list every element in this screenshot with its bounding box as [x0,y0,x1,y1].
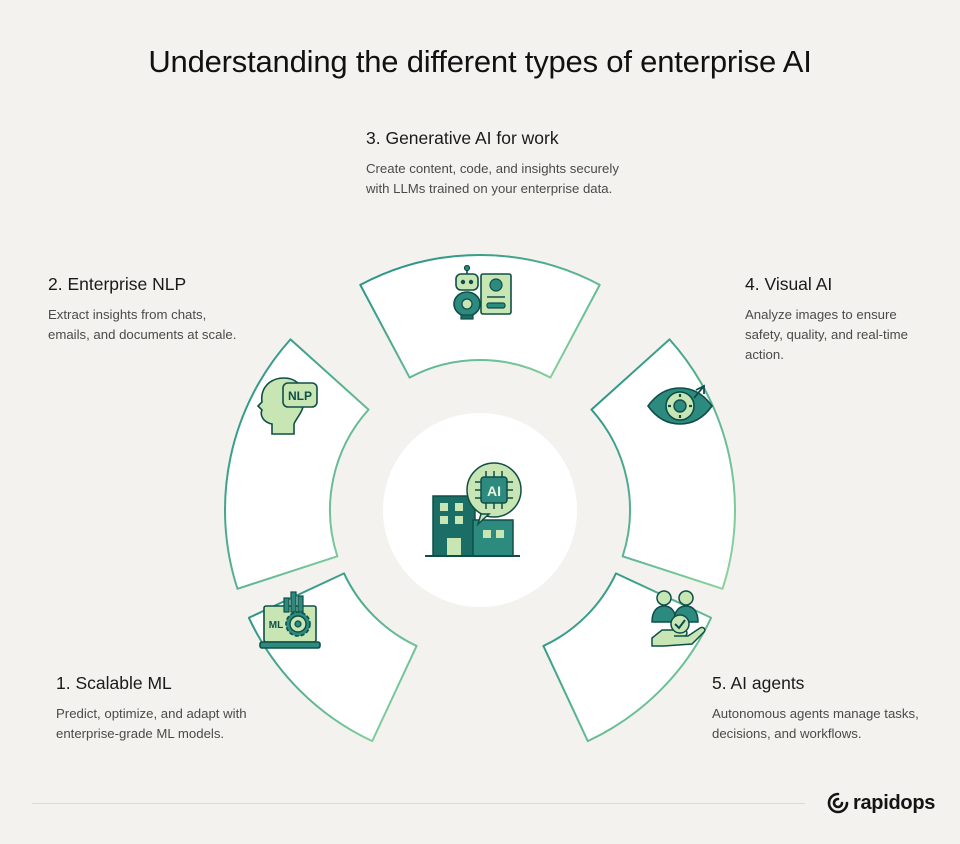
segment-visual-ai [590,338,736,590]
item-text: Create content, code, and insights secur… [366,161,619,196]
ml-laptop-gear-icon: ML [259,591,321,649]
segment-generative-ai [359,254,601,379]
rapidops-logo-icon [827,792,849,814]
item-text: Analyze images to ensure safety, quality… [745,307,908,362]
item-heading: 4. Visual AI [745,274,833,294]
item-text: Predict, optimize, and adapt with enterp… [56,706,247,741]
segment-enterprise-nlp [224,338,370,590]
building-ai-chip-icon: AI [425,462,522,557]
item-ai-agents: 5. AI agents Autonomous agents manage ta… [712,673,927,744]
rapidops-logo: rapidops [826,790,935,816]
robot-document-icon [453,264,512,320]
item-heading: 2. Enterprise NLP [48,274,187,294]
item-text: Extract insights from chats, emails, and… [48,307,237,342]
footer-divider [32,803,805,804]
ml-label: ML [269,620,283,631]
nlp-label: NLP [288,389,312,403]
item-heading: 5. AI agents [712,673,805,693]
item-visual-ai: 4. Visual AI Analyze images to ensure sa… [745,274,935,365]
segment-scalable-ml [247,572,418,743]
ai-chip-label: AI [487,483,501,499]
item-generative-ai: 3. Generative AI for work Create content… [366,128,626,199]
nlp-head-icon: NLP [256,377,318,435]
item-heading: 3. Generative AI for work [366,128,559,148]
page-title: Understanding the different types of ent… [148,44,812,79]
agents-hand-icon [651,590,706,647]
item-heading: 1. Scalable ML [56,673,172,693]
eye-gear-icon [647,384,713,425]
item-text: Autonomous agents manage tasks, decision… [712,706,919,741]
item-scalable-ml: 1. Scalable ML Predict, optimize, and ad… [56,673,266,744]
item-enterprise-nlp: 2. Enterprise NLP Extract insights from … [48,274,238,345]
rapidops-logo-text: rapidops [853,791,936,814]
